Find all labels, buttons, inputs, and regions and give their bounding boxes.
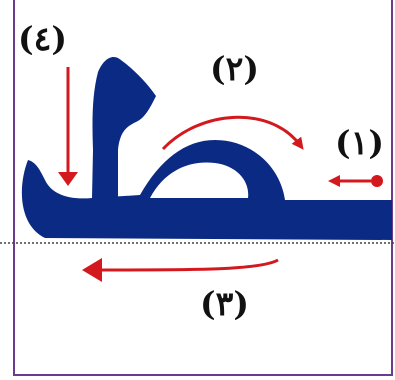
step-label-4: (٤) [18, 22, 67, 55]
step-label-1: (١) [335, 126, 384, 159]
arrow-step-1-start-dot [371, 175, 383, 187]
step-label-3: (٣) [200, 287, 249, 320]
step-label-2: (٢) [210, 52, 259, 85]
arrow-step-4 [58, 67, 78, 186]
arrow-step-1 [334, 175, 383, 187]
arrow-step-3 [82, 258, 278, 282]
